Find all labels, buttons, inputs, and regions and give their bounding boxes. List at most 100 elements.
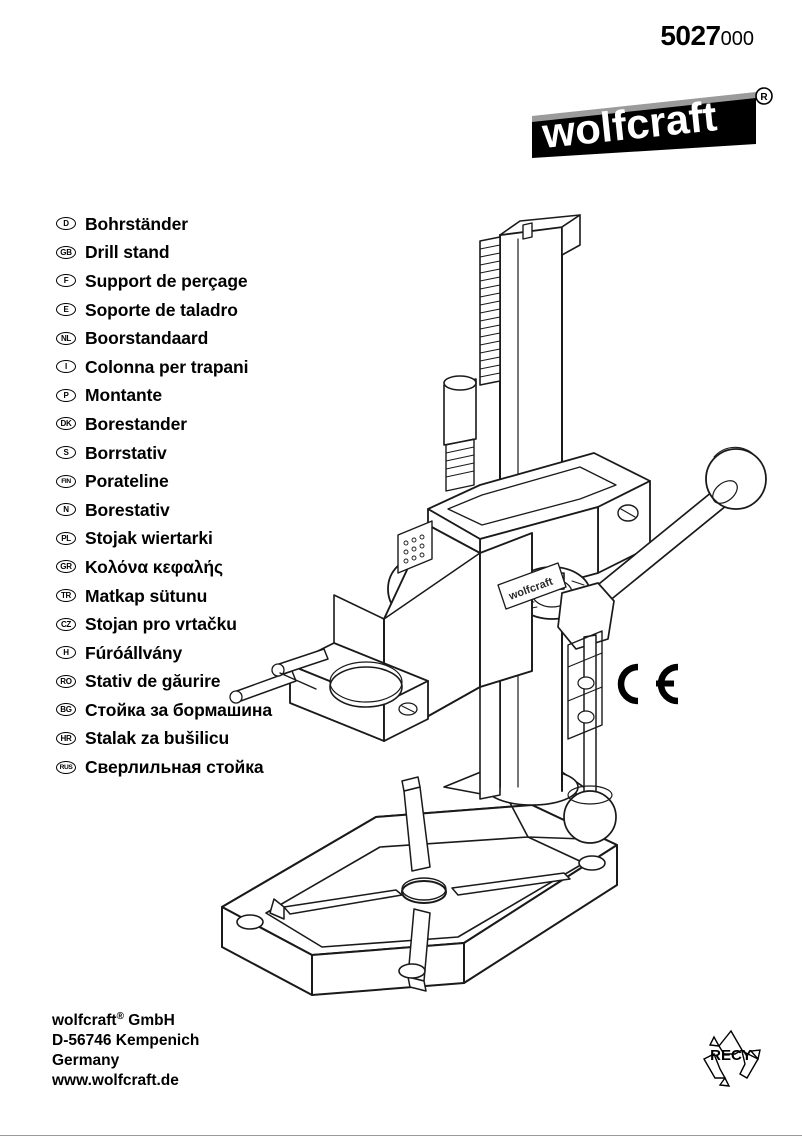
language-code-label: F: [63, 276, 69, 286]
language-code-badge: D: [56, 217, 78, 231]
language-row: NL Boorstandaard: [56, 324, 386, 353]
language-code-badge: H: [56, 646, 78, 660]
head-vent-dots: [403, 534, 425, 564]
language-code-oval: [56, 388, 76, 402]
language-product-name: Soporte de taladro: [85, 299, 238, 320]
depth-stop-threads: [445, 438, 475, 492]
language-code-oval: [56, 303, 76, 317]
carriage-bolt-slot: [620, 508, 636, 518]
carriage-deck-recess: [447, 466, 617, 526]
language-code-label: FIN: [61, 477, 71, 485]
language-code-oval: [56, 417, 76, 431]
language-code-oval: [56, 703, 76, 717]
article-number-suffix: 000: [720, 28, 754, 50]
language-code-badge: N: [56, 503, 78, 517]
language-code-oval: [56, 217, 76, 231]
recycle-label-text: RECY: [710, 1047, 752, 1064]
language-code-label: GB: [60, 247, 72, 257]
base-slot-left-end: [269, 898, 285, 920]
feed-lever-ball-knob: [705, 448, 767, 510]
language-code-label: H: [63, 648, 69, 658]
language-code-label: N: [63, 505, 69, 515]
ce-mark: [612, 662, 682, 706]
language-product-name: Montante: [85, 385, 162, 406]
language-row: H Fúróállvány: [56, 639, 386, 668]
language-code-oval: [56, 531, 76, 545]
product-illustration: wolfcraft: [180, 195, 780, 1025]
language-product-name: Сверлильная стойка: [85, 757, 264, 778]
language-code-oval: [56, 331, 76, 345]
side-rail-block: [567, 630, 603, 740]
language-code-oval: [56, 274, 76, 288]
language-product-name: Matkap sütunu: [85, 585, 208, 606]
column-cap-right: [561, 214, 581, 256]
language-code-badge: NL: [56, 331, 78, 346]
language-product-name: Support de perçage: [85, 270, 248, 291]
recycle-arrow-left: [703, 1053, 731, 1087]
language-product-name: Stativ de găurire: [85, 671, 221, 692]
language-product-name: Boorstandaard: [85, 328, 209, 349]
language-code-label: BG: [60, 705, 72, 715]
column-rack-teeth-upper: [479, 244, 501, 378]
base-slot-back-end: [401, 776, 421, 792]
base-mounting-hole-front: [398, 963, 426, 979]
depth-stop-top: [443, 375, 477, 391]
language-product-name: Stojak wiertarki: [85, 528, 213, 549]
clamp-pin-lower-tip: [229, 690, 243, 704]
footer-company-suffix: GmbH: [123, 1012, 175, 1029]
language-code-label: DK: [60, 419, 72, 429]
language-code-oval: [56, 560, 76, 574]
footer-address: D-56746 Kempenich: [52, 1032, 200, 1049]
base-slot-right: [451, 872, 571, 896]
footer-company-line: wolfcraft® GmbH: [52, 1007, 199, 1031]
language-code-badge: DK: [56, 417, 78, 431]
base-mounting-hole-left: [236, 914, 264, 930]
language-code-badge: P: [56, 388, 78, 403]
language-row: PL Stojak wiertarki: [56, 525, 386, 554]
article-number-main: 5027: [660, 20, 721, 51]
language-code-oval: [56, 731, 76, 745]
footer-registered-mark: ®: [116, 1010, 124, 1022]
language-code-oval: [56, 617, 76, 631]
language-code-label: PL: [61, 533, 71, 543]
guide-rod-stop-collar: [567, 785, 613, 805]
side-rail-hole-1: [577, 676, 595, 690]
footer-country: Germany: [52, 1052, 120, 1069]
language-row: F Support de perçage: [56, 267, 386, 296]
language-code-oval: [56, 245, 76, 259]
language-code-label: TR: [60, 591, 72, 601]
language-code-label: P: [63, 390, 69, 400]
language-code-oval: [56, 760, 76, 774]
side-rail-hole-2: [577, 710, 595, 724]
language-code-label: NL: [60, 333, 72, 343]
language-product-name: Fúróállvány: [85, 642, 183, 663]
language-code-label: I: [65, 362, 67, 372]
feed-lever-knob-highlight: [713, 446, 753, 458]
language-product-name: Colonna per trapani: [85, 356, 249, 377]
language-code-label: CZ: [60, 619, 72, 629]
side-rail-divider-2: [567, 686, 603, 702]
language-code-oval: [56, 589, 76, 603]
language-product-name: Stalak za bušilicu: [85, 728, 230, 749]
collar-screw-slot: [401, 705, 415, 713]
feed-lever-knob-collar: [712, 480, 738, 504]
language-code-badge: FIN: [56, 474, 78, 489]
language-product-name: Porateline: [85, 471, 169, 492]
language-row: FIN Porateline: [56, 467, 386, 496]
language-code-badge: GB: [56, 245, 78, 260]
footer-website[interactable]: www.wolfcraft.de: [52, 1072, 179, 1089]
language-code-badge: I: [56, 360, 78, 374]
language-code-oval: [56, 474, 76, 488]
collar-bore: [329, 666, 403, 708]
base-slot-front-end: [407, 976, 427, 992]
language-code-oval: [56, 446, 76, 460]
language-code-oval: [56, 646, 76, 660]
base-mounting-hole-right: [578, 855, 606, 871]
